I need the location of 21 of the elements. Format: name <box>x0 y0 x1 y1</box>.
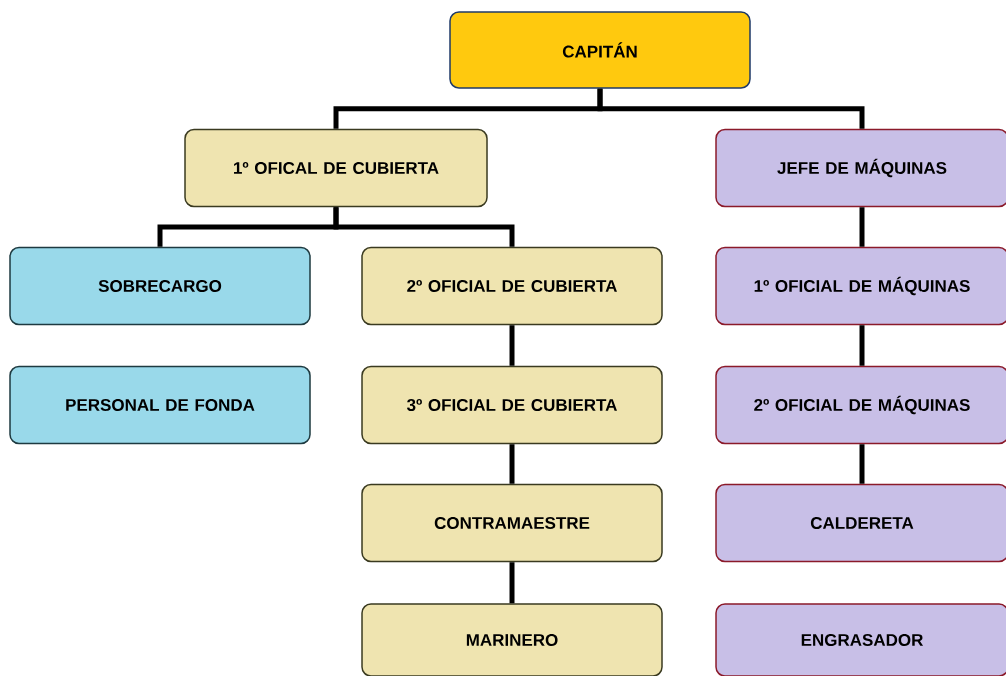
connector-line <box>509 444 515 484</box>
connector-line <box>597 88 865 129</box>
org-box: CALDERETA <box>715 483 1006 563</box>
org-box: CAPITÁN <box>449 11 751 89</box>
connector-line <box>509 562 515 604</box>
org-box: 1º OFICAL DE CUBIERTA <box>184 128 488 208</box>
connector-line <box>859 325 865 366</box>
org-box: CONTRAMAESTRE <box>361 483 663 563</box>
org-box: MARINERO <box>361 603 663 676</box>
connector-line <box>509 325 515 366</box>
org-box: 2º OFICIAL DE CUBIERTA <box>361 246 663 326</box>
connector-line <box>859 207 865 247</box>
org-box: 1º OFICIAL DE MÁQUINAS <box>715 246 1006 326</box>
org-box: ENGRASADOR <box>715 603 1006 676</box>
org-box: SOBRECARGO <box>9 246 311 326</box>
org-box: 2º OFICIAL DE MÁQUINAS <box>715 365 1006 445</box>
connector-line <box>333 207 515 247</box>
org-box: PERSONAL DE FONDA <box>9 365 311 445</box>
org-box: JEFE DE MÁQUINAS <box>715 128 1006 208</box>
org-box: 3º OFICIAL DE CUBIERTA <box>361 365 663 445</box>
connector-line <box>859 444 865 484</box>
